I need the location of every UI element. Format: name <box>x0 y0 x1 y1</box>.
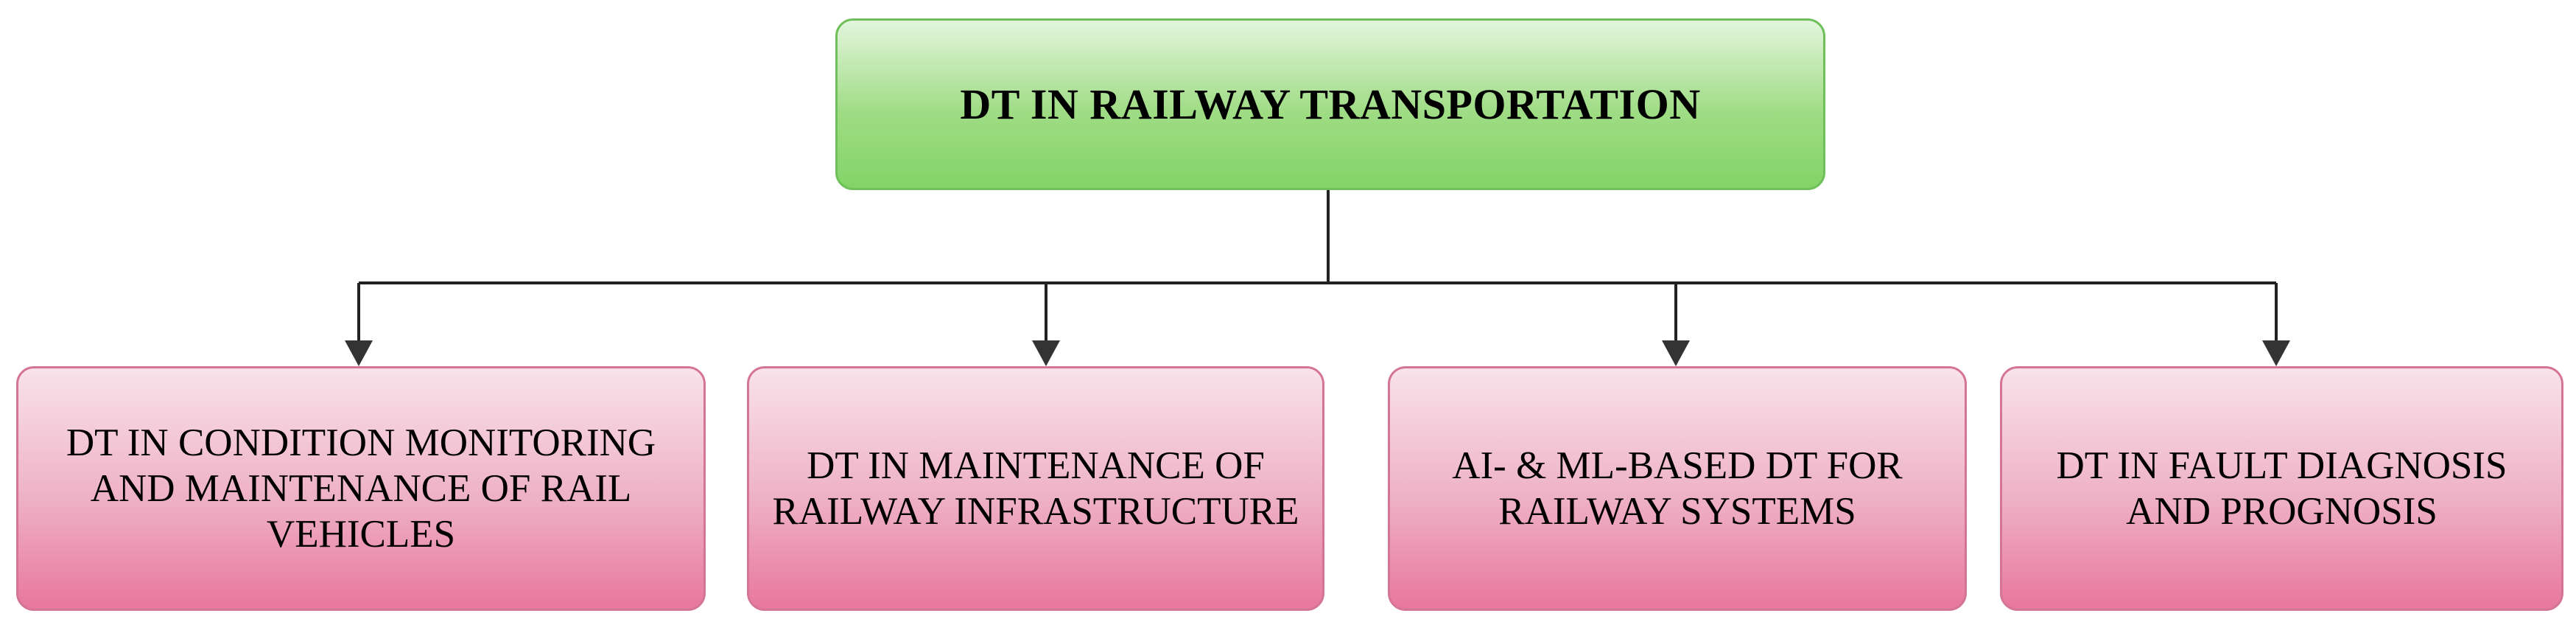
child-node-label: DT IN MAINTENANCE OF RAILWAY INFRASTRUCT… <box>772 444 1299 533</box>
arrowhead-4 <box>2262 340 2290 366</box>
child-node-ai-ml-based: AI- & ML-BASED DT FOR RAILWAY SYSTEMS <box>1388 366 1967 611</box>
child-node-label: AI- & ML-BASED DT FOR RAILWAY SYSTEMS <box>1452 444 1903 533</box>
root-node: DT IN RAILWAY TRANSPORTATION <box>835 18 1825 190</box>
child-node-condition-monitoring: DT IN CONDITION MONITORING AND MAINTENAN… <box>16 366 706 611</box>
child-node-label: DT IN CONDITION MONITORING AND MAINTENAN… <box>66 421 656 556</box>
child-node-label: DT IN FAULT DIAGNOSIS AND PROGNOSIS <box>2056 444 2507 533</box>
arrowhead-3 <box>1662 340 1690 366</box>
root-node-label: DT IN RAILWAY TRANSPORTATION <box>960 80 1701 128</box>
arrowhead-2 <box>1032 340 1060 366</box>
child-node-fault-diagnosis: DT IN FAULT DIAGNOSIS AND PROGNOSIS <box>2000 366 2563 611</box>
arrowhead-1 <box>345 340 373 366</box>
child-node-infrastructure-maintenance: DT IN MAINTENANCE OF RAILWAY INFRASTRUCT… <box>747 366 1324 611</box>
